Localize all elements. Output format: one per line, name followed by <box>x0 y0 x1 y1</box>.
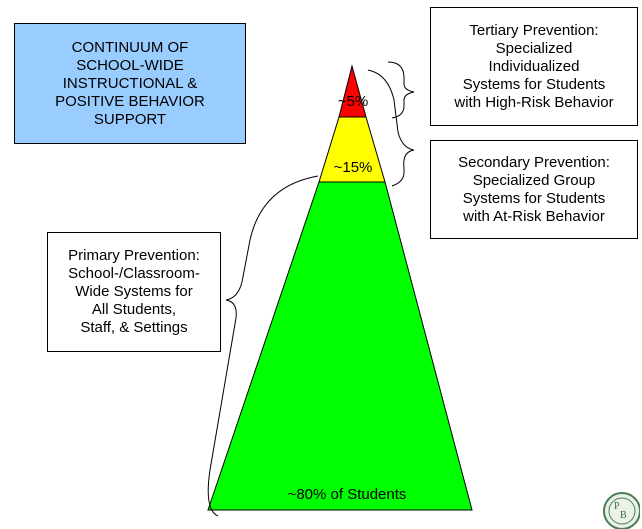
primary-brace <box>207 175 319 517</box>
tertiary-brace <box>387 61 415 119</box>
pbis-seal-icon: P B <box>603 492 640 529</box>
tier-bottom-label: ~80% of Students <box>287 486 407 503</box>
svg-text:P: P <box>614 501 620 512</box>
primary-prevention-box: Primary Prevention: School-/Classroom- W… <box>47 232 221 352</box>
secondary-brace <box>367 69 415 187</box>
tier-middle-label: ~15% <box>333 159 373 176</box>
svg-text:B: B <box>620 510 627 521</box>
tier-top-label: ~5% <box>337 93 369 110</box>
tertiary-prevention-box: Tertiary Prevention: Specialized Individ… <box>430 7 638 126</box>
tier-top-red <box>338 64 367 118</box>
tier-bottom-green <box>207 181 473 511</box>
title-box: CONTINUUM OF SCHOOL-WIDE INSTRUCTIONAL &… <box>14 23 246 144</box>
secondary-prevention-box: Secondary Prevention: Specialized Group … <box>430 140 638 239</box>
